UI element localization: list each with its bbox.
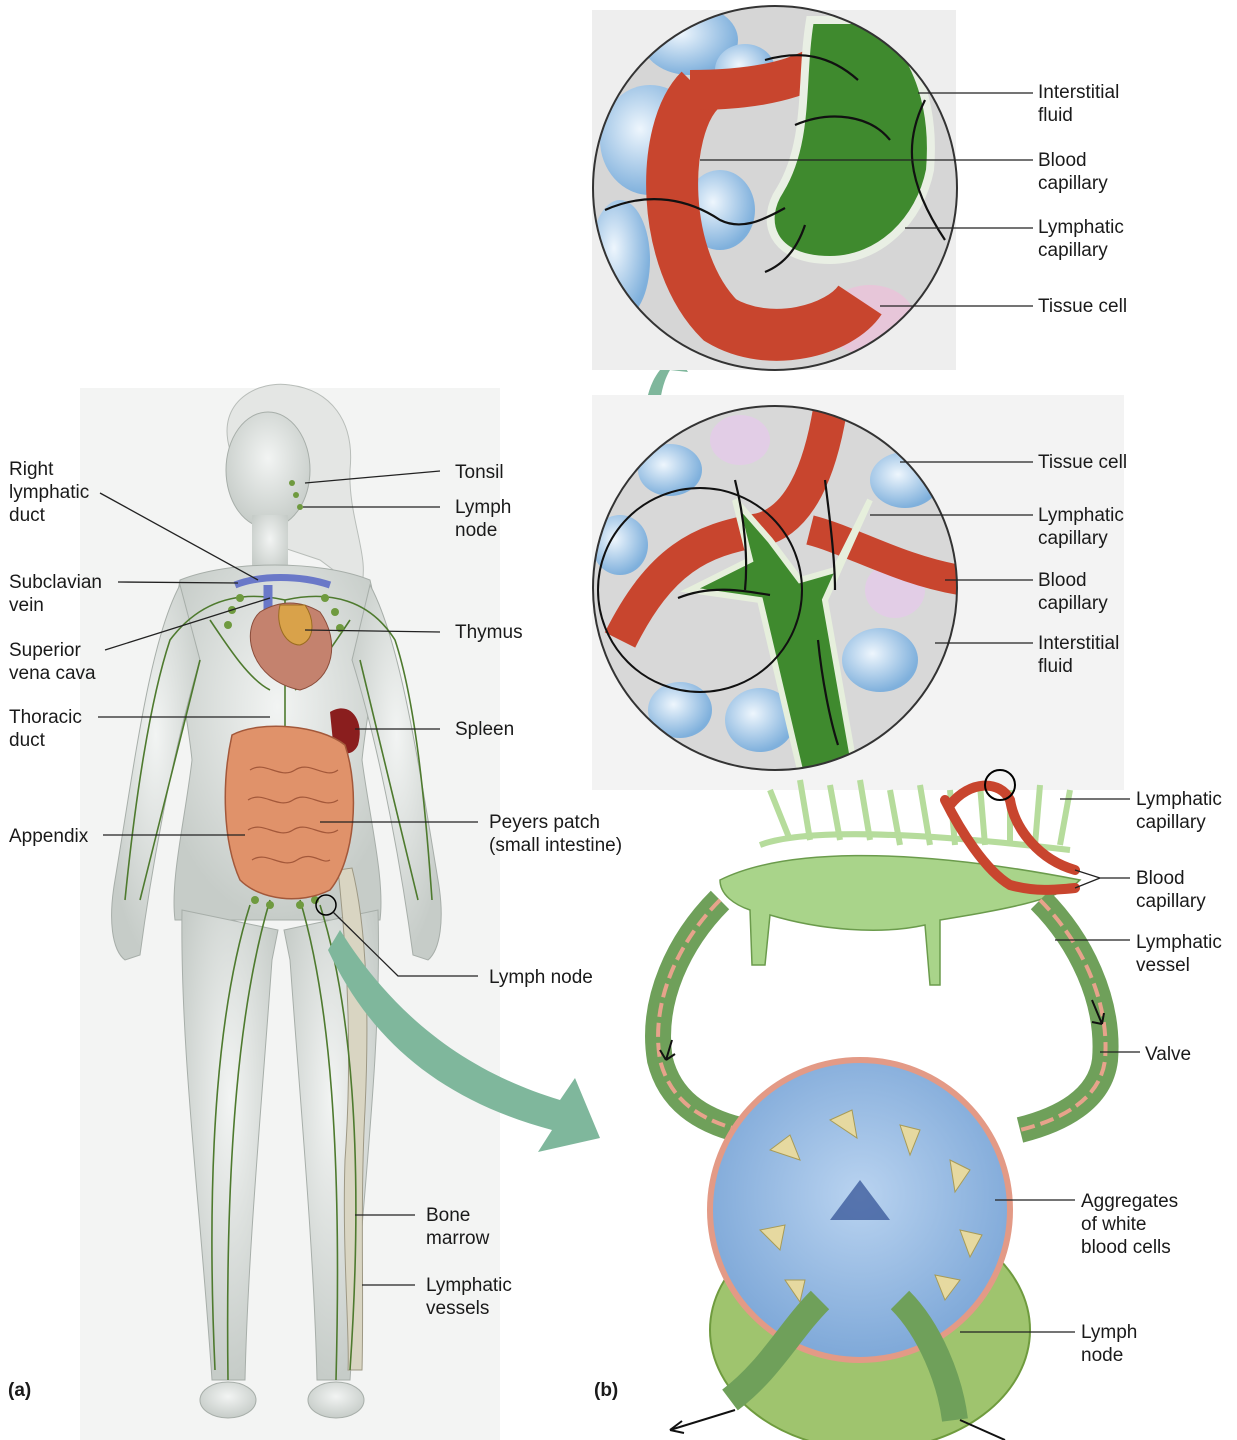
label-right-lymphatic-duct: Right lymphatic duct <box>9 458 89 527</box>
label-interstitial-fluid-middle: Interstitial fluid <box>1038 632 1119 678</box>
label-blood-capillary-top: Blood capillary <box>1038 149 1108 195</box>
top-magnified-circle <box>590 5 960 375</box>
label-lymphatic-capillary-middle: Lymphatic capillary <box>1038 504 1124 550</box>
panel-b-letter: (b) <box>594 1380 618 1402</box>
label-tissue-cell-top: Tissue cell <box>1038 295 1127 318</box>
label-blood-capillary-node: Blood capillary <box>1136 867 1206 913</box>
label-peyers-patch: Peyers patch (small intestine) <box>489 811 622 857</box>
label-lymph-node-neck: Lymph node <box>455 496 511 542</box>
label-tonsil: Tonsil <box>455 461 504 484</box>
label-lymphatic-vessels: Lymphatic vessels <box>426 1274 512 1320</box>
label-subclavian-vein: Subclavian vein <box>9 571 102 617</box>
label-spleen: Spleen <box>455 718 514 741</box>
intestine-shape <box>225 726 353 898</box>
right-lymphatic-vessel <box>1020 900 1106 1130</box>
label-thoracic-duct: Thoracic duct <box>9 706 82 752</box>
label-blood-capillary-middle: Blood capillary <box>1038 569 1108 615</box>
label-superior-vena-cava: Superior vena cava <box>9 639 96 685</box>
label-bone-marrow: Bone marrow <box>426 1204 489 1250</box>
label-thymus: Thymus <box>455 621 523 644</box>
label-lymph-node-b: Lymph node <box>1081 1321 1137 1367</box>
label-lymph-node-groin: Lymph node <box>489 966 593 989</box>
label-appendix: Appendix <box>9 825 88 848</box>
label-lymphatic-capillary-top: Lymphatic capillary <box>1038 216 1124 262</box>
left-lymphatic-vessel <box>658 900 740 1130</box>
label-interstitial-fluid-top: Interstitial fluid <box>1038 81 1119 127</box>
label-tissue-cell-middle: Tissue cell <box>1038 451 1127 474</box>
label-valve: Valve <box>1145 1043 1191 1066</box>
label-lymphatic-vessel: Lymphatic vessel <box>1136 931 1222 977</box>
panel-a-letter: (a) <box>8 1380 31 1402</box>
lymph-vessel-shape <box>720 856 1080 985</box>
label-lymphatic-capillary-node: Lymphatic capillary <box>1136 788 1222 834</box>
label-aggregates-white-blood-cells: Aggregates of white blood cells <box>1081 1190 1178 1259</box>
